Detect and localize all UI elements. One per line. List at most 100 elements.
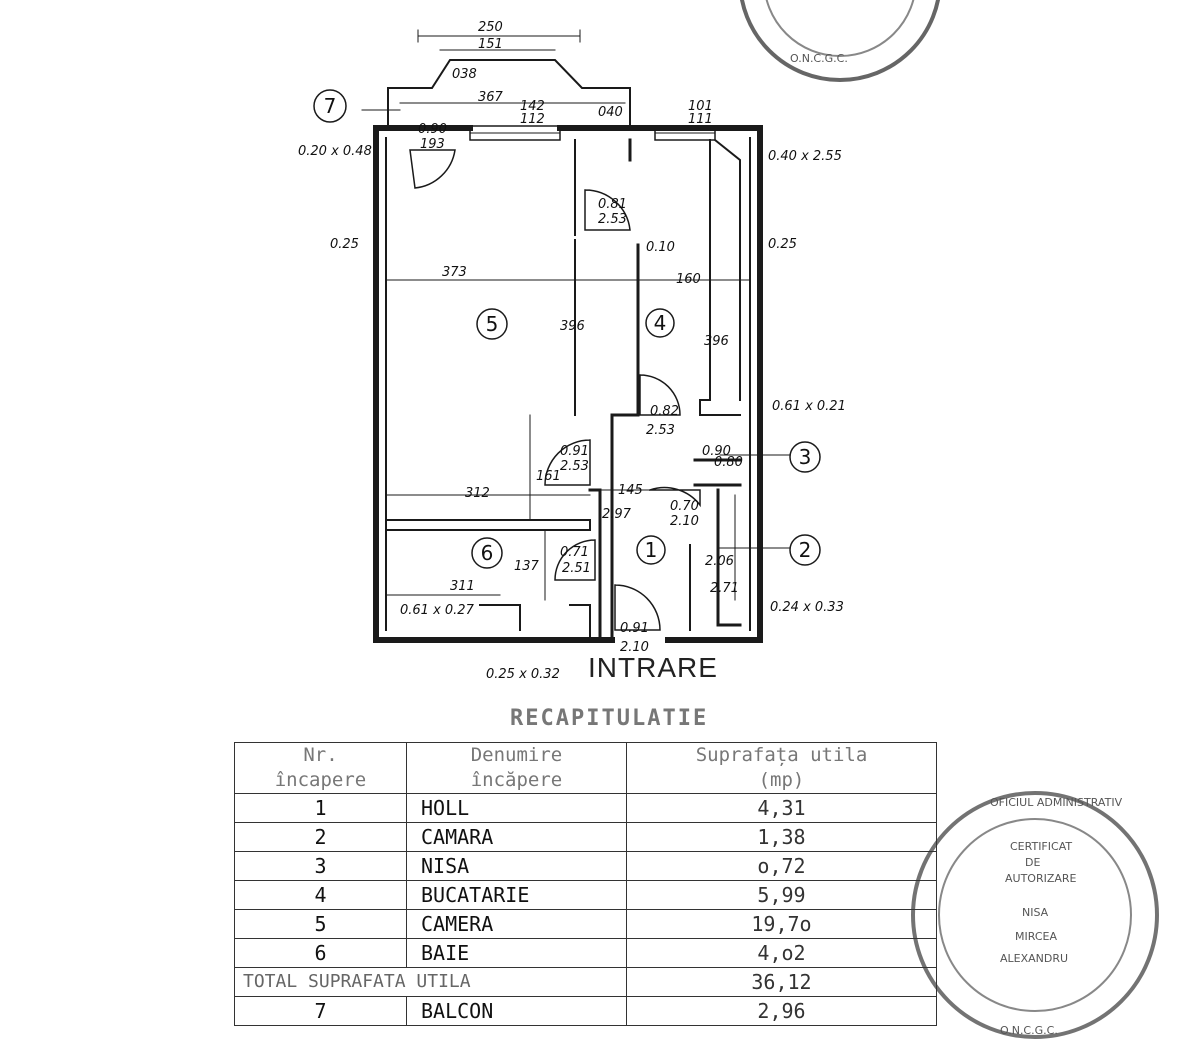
dim-label: 161 [536,469,561,484]
room-number-3: 3 [799,445,812,469]
stamp-line: ALEXANDRU [1000,952,1068,965]
cell-name: NISA [406,851,627,881]
cell-total-label: TOTAL SUPRAFATA UTILA [234,967,627,997]
cell-nr: 7 [234,996,407,1026]
stamp-line: CERTIFICAT [1010,840,1072,853]
dim-label: 0.71 [560,545,589,560]
room-number-2: 2 [799,538,812,562]
stamp-ring-text: O.N.C.G.C. [1000,1024,1058,1037]
dim-label: 396 [560,319,585,334]
dim-label: 0.25 [330,237,359,252]
dim-label: 038 [452,67,477,82]
dim-label: 0.25 x 0.32 [486,667,560,682]
cell-total-area: 36,12 [626,967,937,997]
header-name: Denumire încăpere [406,742,627,794]
dim-label: 2.53 [646,423,675,438]
cell-area: o,72 [626,851,937,881]
table-row: 6 BAIE 4,o2 [234,938,937,968]
dim-label: 0.91 [620,621,649,636]
stamp-line: MIRCEA [1015,930,1057,943]
header-text: Suprafața utila [695,744,868,766]
table-row: 7 BALCON 2,96 [234,996,937,1026]
table-row: 4 BUCATARIE 5,99 [234,880,937,910]
dim-label: 312 [465,486,490,501]
room-number-6: 6 [481,541,494,565]
cell-area: 2,96 [626,996,937,1026]
dim-label: 0.90 [418,122,447,137]
dim-label: 0.61 x 0.21 [772,399,846,414]
dim-label: 367 [478,90,504,105]
table-row: 1 HOLL 4,31 [234,793,937,823]
table-total-row: TOTAL SUPRAFATA UTILA 36,12 [234,967,937,997]
dim-label: 0.81 [598,197,627,212]
dim-label: 2.53 [598,212,627,227]
entry-label: INTRARE [588,652,718,683]
cell-nr: 6 [234,938,407,968]
cell-nr: 4 [234,880,407,910]
dim-label: 160 [676,272,701,287]
dim-label: 2.10 [670,514,699,529]
cell-name: CAMARA [406,822,627,852]
dim-label: 111 [688,112,713,127]
dim-label: 0.40 x 2.55 [768,149,842,164]
cell-name: BAIE [406,938,627,968]
dim-label: 2.10 [620,640,649,655]
room-number-1: 1 [645,538,658,562]
dim-label: 193 [420,137,445,152]
stamp-line: NISA [1022,906,1049,919]
table-header-row: Nr. încapere Denumire încăpere Suprafața… [234,742,937,794]
dim-label: 040 [598,105,623,120]
dim-label: 0.91 [560,444,589,459]
cell-area: 4,31 [626,793,937,823]
dim-label: 0.20 x 0.48 [298,144,372,159]
cell-name: HOLL [406,793,627,823]
cell-nr: 2 [234,822,407,852]
recap-title: RECAPITULATIE [510,706,709,731]
floor-plan: 1 2 3 4 5 6 7 250 151 038 367 142 112 04… [298,0,940,683]
dim-label: 2.97 [602,507,632,522]
cell-nr: 3 [234,851,407,881]
dim-label: 0.24 x 0.33 [770,600,844,615]
header-text: încapere [274,769,367,791]
dim-label: 0.10 [646,240,675,255]
dim-label: 0.90 [702,444,731,459]
table-row: 3 NISA o,72 [234,851,937,881]
dim-label: 137 [514,559,540,574]
dim-label: 112 [520,112,545,127]
dim-label: 145 [618,483,643,498]
stamp-top: O.N.C.G.C. [740,0,940,82]
cell-area: 4,o2 [626,938,937,968]
header-text: Denumire [470,744,563,766]
header-area: Suprafața utila (mp) [626,742,937,794]
cell-name: CAMERA [406,909,627,939]
dim-label: 2.53 [560,459,589,474]
stamp-ring-text: OFICIUL ADMINISTRATIV [990,796,1123,809]
dim-label: 0.70 [670,499,699,514]
cell-name: BUCATARIE [406,880,627,910]
dim-label: 101 [688,99,713,114]
dim-label: 311 [450,579,475,594]
header-text: încăpere [470,769,563,791]
recap-table: Nr. încapere Denumire încăpere Suprafața… [234,742,937,1026]
cell-name: BALCON [406,996,627,1026]
dim-label: 0.25 [768,237,797,252]
table-row: 2 CAMARA 1,38 [234,822,937,852]
dim-label: 151 [478,37,503,52]
dim-label: 2.51 [562,561,591,576]
dim-label: 0.61 x 0.27 [400,603,475,618]
cell-nr: 5 [234,909,407,939]
cell-area: 5,99 [626,880,937,910]
stamp-bottom: OFICIUL ADMINISTRATIV O.N.C.G.C. CERTIFI… [911,791,1159,1039]
dim-label: 0.80 [714,455,743,470]
header-nr: Nr. încapere [234,742,407,794]
dim-label: 396 [704,334,729,349]
stamp-line: DE [1025,856,1040,869]
cell-area: 1,38 [626,822,937,852]
dim-label: 373 [442,265,467,280]
dim-label: 0.82 [650,404,679,419]
stamp-top-text: O.N.C.G.C. [790,52,848,65]
table-row: 5 CAMERA 19,7o [234,909,937,939]
cell-area: 19,7o [626,909,937,939]
dim-label: 2.06 [705,554,734,569]
dim-label: 250 [478,20,503,35]
